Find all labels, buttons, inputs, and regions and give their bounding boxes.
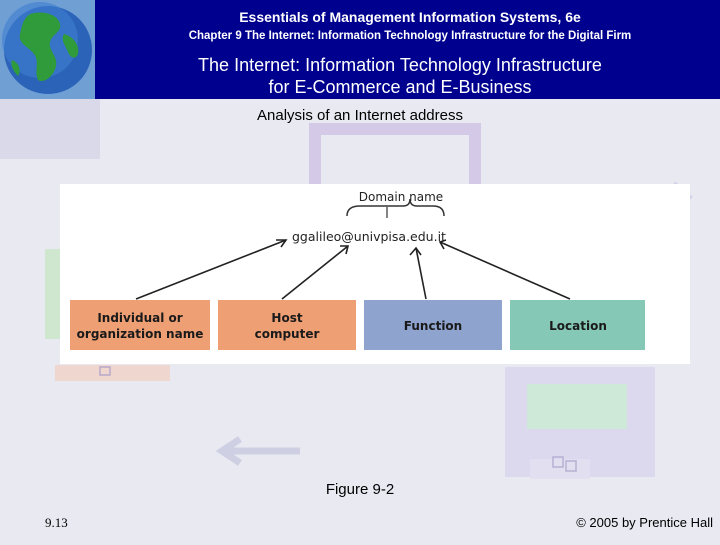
section-title-line-2: for E-Commerce and E-Business xyxy=(268,77,532,97)
part-box-1-shape xyxy=(70,300,210,350)
section-title: The Internet: Information Technology Inf… xyxy=(110,54,690,98)
part-1-line-1: Individual or xyxy=(97,311,182,325)
chapter-title: Chapter 9 The Internet: Information Tech… xyxy=(188,30,632,42)
part-4-line-1: Location xyxy=(549,319,607,333)
figure-caption: Figure 9-2 xyxy=(325,481,395,498)
page-number: 9.13 xyxy=(45,515,68,530)
part-1-line-2: organization name xyxy=(77,327,204,341)
connector-arrows xyxy=(135,239,571,300)
slide-subtitle: Analysis of an Internet address xyxy=(257,107,463,124)
part-box-3-shape xyxy=(364,300,502,350)
part-box-1: Individual or organization name xyxy=(70,300,210,350)
course-title: Essentials of Management Information Sys… xyxy=(239,9,581,25)
part-box-2: Host computer xyxy=(218,300,356,350)
globe-icon xyxy=(0,0,95,99)
domain-brace xyxy=(346,198,445,217)
header-bar: Essentials of Management Information Sys… xyxy=(0,0,720,99)
copyright-notice: © 2005 by Prentice Hall xyxy=(576,515,713,530)
part-box-2-shape xyxy=(218,300,356,350)
part-3-line-1: Function xyxy=(404,319,462,333)
part-box-4: Location xyxy=(510,300,645,350)
domain-name-label: Domain name xyxy=(359,190,443,204)
part-box-3: Function xyxy=(364,300,502,350)
section-title-line-1: The Internet: Information Technology Inf… xyxy=(198,55,602,75)
figure-panel: Domain name ggalileo@univpisa.edu.it Ind… xyxy=(60,184,690,364)
part-box-4-shape xyxy=(510,300,645,350)
part-2-line-2: computer xyxy=(255,327,320,341)
email-address: ggalileo@univpisa.edu.it xyxy=(292,229,446,244)
part-2-line-1: Host xyxy=(271,311,302,325)
